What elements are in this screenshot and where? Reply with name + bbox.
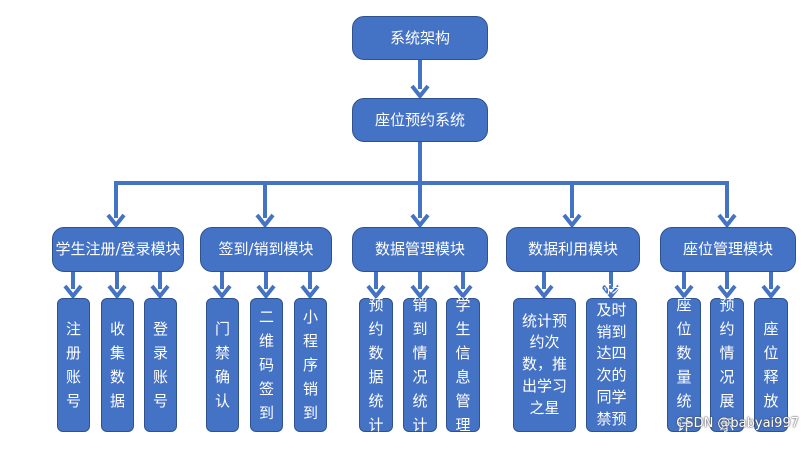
leaf-label: 座位数量统计 — [676, 296, 692, 434]
leaf-label: 二维码签到 — [259, 308, 275, 422]
root-label: 系统架构 — [389, 28, 450, 47]
arrow-module-0-leaf-0-head — [63, 284, 83, 300]
leaf-gate-confirm: 门禁确认 — [206, 298, 239, 432]
module-node-data-management: 数据管理模块 — [352, 227, 488, 272]
module-label: 数据利用模块 — [527, 240, 618, 259]
leaf-label: 对未及时销到达四次的同学禁预约 — [596, 279, 627, 450]
arrow-bus-to-module-4-head — [717, 213, 737, 229]
system-label: 座位预约系统 — [374, 110, 465, 129]
leaf-label: 预约数据统计 — [368, 296, 384, 434]
leaf-label: 销到情况统计 — [412, 296, 428, 434]
leaf-login-account: 登录账号 — [144, 298, 177, 432]
arrow-module-2-leaf-0-head — [366, 284, 386, 300]
leaf-collect-data: 收集数据 — [101, 298, 134, 432]
leaf-seat-count: 座位数量统计 — [667, 296, 701, 434]
leaf-label: 注册账号 — [66, 320, 82, 410]
arrow-root-to-system-head — [410, 84, 430, 100]
root-node: 系统架构 — [352, 16, 488, 60]
leaf-label: 统计预约次数，推出学习之星 — [521, 311, 567, 417]
module-node-seat-management: 座位管理模块 — [660, 227, 796, 272]
leaf-label: 登录账号 — [153, 320, 169, 410]
connector-layer — [63, 58, 781, 300]
leaf-seat-release: 座位释放 — [754, 298, 788, 432]
arrow-module-3-leaf-1-head — [601, 284, 621, 300]
module-label: 签到/销到模块 — [218, 240, 314, 259]
leaf-label: 收集数据 — [110, 320, 126, 410]
arrow-module-0-leaf-2-head — [150, 284, 170, 300]
system-node: 座位预约系统 — [352, 98, 488, 142]
module-label: 数据管理模块 — [374, 240, 465, 259]
arrow-bus-to-module-1-head — [255, 213, 275, 229]
module-label: 座位管理模块 — [682, 240, 773, 259]
leaf-study-star: 统计预约次数，推出学习之星 — [513, 298, 576, 432]
leaf-ban-reservation: 对未及时销到达四次的同学禁预约 — [586, 279, 637, 449]
arrow-module-3-leaf-0-head — [534, 284, 554, 300]
arrow-bus-to-module-2-head — [410, 213, 430, 229]
leaf-reservation-display: 预约情况展示 — [710, 296, 744, 434]
module-node-data-utilization: 数据利用模块 — [506, 227, 640, 272]
leaf-student-info: 学生信息管理 — [446, 296, 480, 434]
leaf-label: 小程序销到 — [303, 308, 319, 422]
arrow-module-1-leaf-1-head — [256, 284, 276, 300]
module-label: 学生注册/登录模块 — [55, 240, 181, 259]
arrow-module-2-leaf-2-head — [453, 284, 473, 300]
leaf-register-account: 注册账号 — [57, 298, 90, 432]
arrow-module-0-leaf-1-head — [107, 284, 127, 300]
arrow-module-4-leaf-1-head — [717, 284, 737, 300]
arrow-module-1-leaf-0-head — [212, 284, 232, 300]
leaf-miniprogram-checkout: 小程序销到 — [294, 298, 327, 432]
arrow-module-1-leaf-2-head — [300, 284, 320, 300]
arrow-module-4-leaf-0-head — [674, 284, 694, 300]
leaf-label: 学生信息管理 — [455, 296, 471, 434]
connector-lines — [63, 58, 781, 300]
watermark: CSDN @babyai997 — [676, 416, 799, 431]
leaf-checkout-stats: 销到情况统计 — [403, 296, 437, 434]
arrow-module-4-leaf-2-head — [761, 284, 781, 300]
module-node-registration: 学生注册/登录模块 — [52, 227, 184, 272]
arrow-module-2-leaf-1-head — [410, 284, 430, 300]
leaf-reservation-stats: 预约数据统计 — [359, 296, 393, 434]
leaf-label: 预约情况展示 — [719, 296, 735, 434]
arrow-bus-to-module-3-head — [562, 213, 582, 229]
module-node-checkin: 签到/销到模块 — [200, 227, 332, 272]
arrow-bus-to-module-0-head — [106, 213, 126, 229]
leaf-label: 座位释放 — [763, 320, 779, 410]
leaf-qrcode-checkin: 二维码签到 — [250, 298, 283, 432]
leaf-label: 门禁确认 — [215, 320, 231, 410]
